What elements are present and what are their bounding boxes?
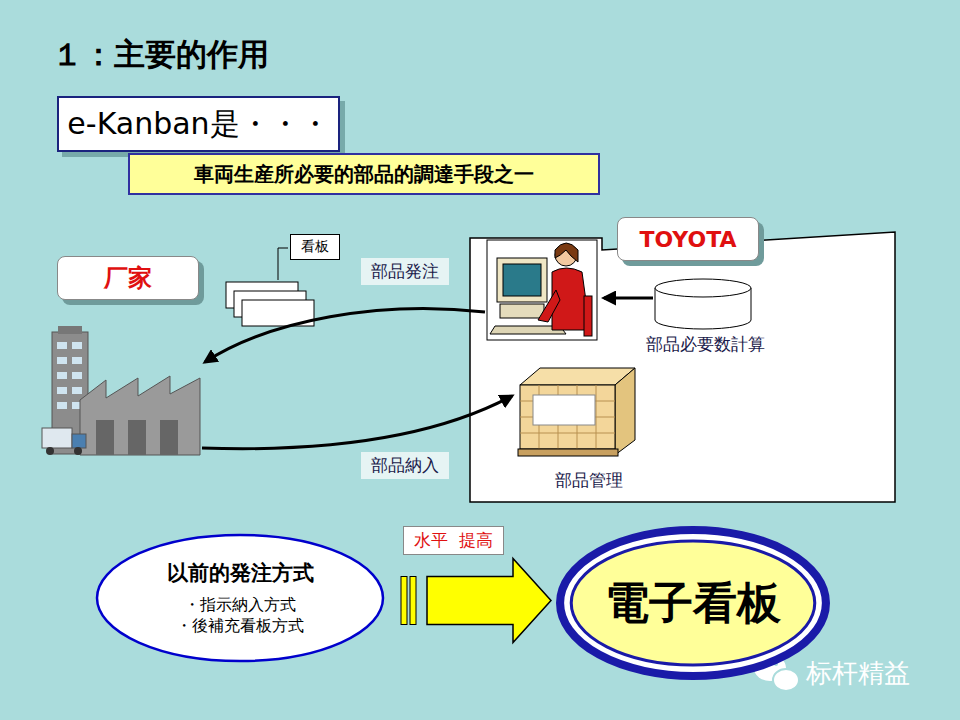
- order-arrow: [205, 309, 485, 362]
- definition-box: 車両生産所必要的部品的調達手段之一: [128, 153, 600, 195]
- old-method-ellipse: 以前的発注方式・指示納入方式・後補充看板方式: [95, 533, 385, 663]
- block-arrow: [401, 559, 551, 643]
- e-kanban-ellipse: 電子看板: [555, 525, 831, 681]
- kanban-leader: [278, 248, 288, 280]
- node-title: 看板: [301, 238, 329, 256]
- node-text: ・指示納入方式: [184, 595, 296, 616]
- node-text: ・後補充看板方式: [176, 616, 304, 637]
- maker-box: 厂家: [57, 256, 199, 300]
- flow-label: 部品納入: [361, 452, 449, 479]
- flow-label: 部品発注: [361, 258, 449, 285]
- part-label: 部品管理: [552, 468, 626, 493]
- part-label: 部品必要数計算: [643, 332, 768, 357]
- kanban-cards: [226, 282, 314, 326]
- intro-box: e-Kanban是・・・: [57, 96, 340, 152]
- edge-label: 水平 提高: [403, 526, 504, 555]
- calc-arrow: [604, 297, 653, 300]
- parts-pallet: [518, 368, 635, 456]
- toyota-box: TOYOTA: [617, 217, 759, 261]
- factory: [42, 326, 200, 455]
- node-title: 電子看板: [605, 574, 781, 633]
- node-title: 車両生産所必要的部品的調達手段之一: [194, 161, 534, 188]
- kanban-tag: 看板: [290, 234, 340, 260]
- toyota-panel: [470, 232, 895, 502]
- delivery-arrow: [202, 396, 512, 449]
- database-cylinder: [655, 279, 751, 329]
- node-title: TOYOTA: [639, 227, 736, 252]
- title: １：主要的作用: [52, 34, 269, 76]
- node-title: e-Kanban是・・・: [67, 104, 329, 145]
- node-title: 以前的発注方式: [167, 559, 314, 587]
- node-title: 厂家: [104, 262, 152, 294]
- watermark: 标杆精益: [806, 656, 910, 691]
- computer-operator: [487, 240, 597, 340]
